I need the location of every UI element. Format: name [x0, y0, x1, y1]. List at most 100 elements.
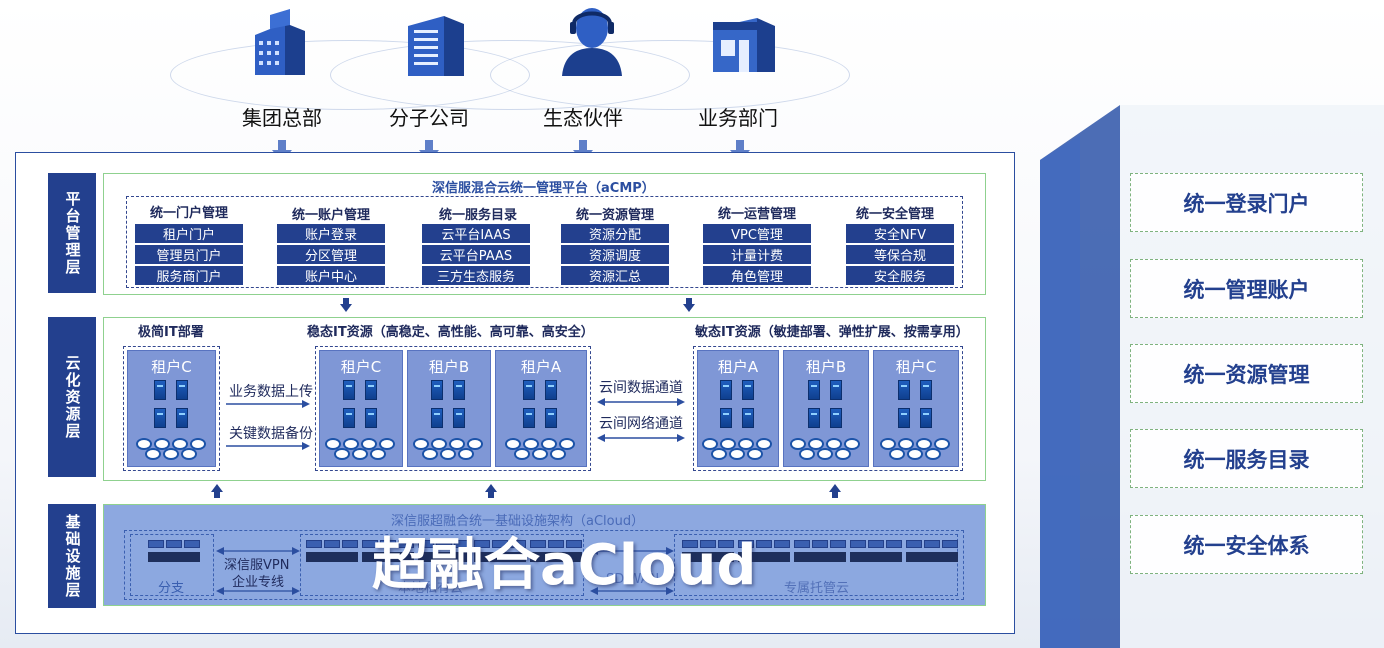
- storage-disk-icon: [738, 438, 754, 450]
- app-block: [530, 540, 546, 548]
- storage-disk-icon: [361, 438, 377, 450]
- storage-disk-icon: [844, 438, 860, 450]
- storage-disk-icon: [925, 448, 941, 460]
- server-rack-icon: [738, 540, 790, 562]
- module-title-service: 统一服务目录: [438, 208, 517, 223]
- platform-layer: [103, 173, 986, 295]
- stakeholder-department: 业务部门: [698, 106, 778, 130]
- app-block: [398, 540, 414, 548]
- infra-title: 深信服超融合统一基础设施架构（aCloud）: [391, 514, 645, 529]
- tenant-name: 租户A: [520, 358, 562, 376]
- module-item[interactable]: 资源分配: [561, 224, 669, 243]
- double-arrow-icon: [597, 398, 685, 406]
- module-item[interactable]: 管理员门户: [135, 245, 243, 264]
- module-item[interactable]: 云平台PAAS: [422, 245, 530, 264]
- storage-disk-icon: [880, 438, 896, 450]
- headquarters-building-icon: [255, 9, 305, 75]
- server-icon: [343, 408, 355, 428]
- storage-disk-icon: [162, 448, 179, 460]
- module-title-portal: 统一门户管理: [149, 206, 228, 221]
- storage-disk-icon: [702, 438, 718, 450]
- storage-disk-icon: [440, 448, 456, 460]
- storage-disk-icon: [144, 448, 161, 460]
- module-item[interactable]: 分区管理: [277, 245, 385, 264]
- server-icon: [830, 408, 842, 428]
- platform-layer-label: 平台管理层: [48, 173, 96, 293]
- app-block: [812, 540, 828, 548]
- server-icon: [343, 380, 355, 400]
- module-item[interactable]: 等保合规: [846, 245, 954, 264]
- stable-it-title: 稳态IT资源（高稳定、高性能、高可靠、高安全）: [307, 325, 594, 340]
- server-icon: [920, 408, 932, 428]
- server-icon: [720, 380, 732, 400]
- leased-line-label: 企业专线: [232, 575, 285, 590]
- simple-it-title: 极简IT部署: [138, 325, 204, 340]
- module-item[interactable]: 三方生态服务: [422, 266, 530, 285]
- module-item[interactable]: VPC管理: [703, 224, 811, 243]
- storage-disk-icon: [756, 438, 772, 450]
- server-rack-icon: [530, 540, 582, 562]
- storage-disk-icon: [370, 448, 386, 460]
- stakeholder-headquarters: 集团总部: [242, 106, 322, 130]
- storage-disk-icon: [799, 448, 815, 460]
- app-block: [738, 540, 754, 548]
- module-item[interactable]: 云平台IAAS: [422, 224, 530, 243]
- module-item[interactable]: 服务商门户: [135, 266, 243, 285]
- storage-disk-icon: [898, 438, 914, 450]
- module-title-account: 统一账户管理: [291, 208, 370, 223]
- app-block: [148, 540, 164, 548]
- module-item[interactable]: 资源调度: [561, 245, 669, 264]
- module-item[interactable]: 安全NFV: [846, 224, 954, 243]
- cloud-layer: [103, 317, 986, 481]
- module-item[interactable]: 账户中心: [277, 266, 385, 285]
- storage-disk-icon: [907, 448, 923, 460]
- right-arrow-icon: [226, 400, 310, 408]
- module-item[interactable]: 租户门户: [135, 224, 243, 243]
- double-arrow-icon: [590, 547, 674, 555]
- feature-login-portal: 统一登录门户: [1130, 173, 1363, 232]
- module-item[interactable]: 角色管理: [703, 266, 811, 285]
- server-icon: [808, 408, 820, 428]
- module-item[interactable]: 安全服务: [846, 266, 954, 285]
- app-block: [682, 540, 698, 548]
- double-arrow-icon: [590, 587, 674, 595]
- key-backup-label: 关键数据备份: [229, 426, 313, 442]
- server-rack-icon: [850, 540, 902, 562]
- server-icon: [830, 380, 842, 400]
- app-block: [380, 540, 396, 548]
- server-icon: [365, 380, 377, 400]
- stakeholder-partner: 生态伙伴: [543, 106, 623, 130]
- storage-disk-icon: [379, 438, 395, 450]
- storage-disk-icon: [826, 438, 842, 450]
- storage-disk-icon: [431, 438, 447, 450]
- app-block: [756, 540, 772, 548]
- app-block: [906, 540, 922, 548]
- infra-layer-label: 基础设施层: [48, 504, 96, 608]
- up-arrow-icon: [829, 484, 841, 498]
- app-block: [924, 540, 940, 548]
- server-icon: [153, 380, 166, 400]
- module-item[interactable]: 计量计费: [703, 245, 811, 264]
- stable-tenant-group: [315, 346, 591, 471]
- app-block: [454, 540, 470, 548]
- app-block: [306, 540, 322, 548]
- storage-disk-icon: [790, 438, 806, 450]
- branch-label: 分支: [158, 581, 185, 596]
- storage-disk-icon: [889, 448, 905, 460]
- storage-disk-icon: [171, 438, 188, 450]
- rack-base: [148, 552, 200, 562]
- app-block: [418, 540, 434, 548]
- double-arrow-icon: [216, 547, 300, 555]
- storage-disk-icon: [153, 438, 170, 450]
- orbit-ring: [490, 40, 850, 110]
- storage-disk-icon: [334, 448, 350, 460]
- storage-disk-icon: [343, 438, 359, 450]
- module-item[interactable]: 资源汇总: [561, 266, 669, 285]
- server-icon: [431, 408, 443, 428]
- storage-disk-icon: [422, 448, 438, 460]
- server-icon: [742, 380, 754, 400]
- module-item[interactable]: 账户登录: [277, 224, 385, 243]
- module-title-operation: 统一运营管理: [717, 207, 796, 222]
- storage-disk-icon: [808, 438, 824, 450]
- app-block: [324, 540, 340, 548]
